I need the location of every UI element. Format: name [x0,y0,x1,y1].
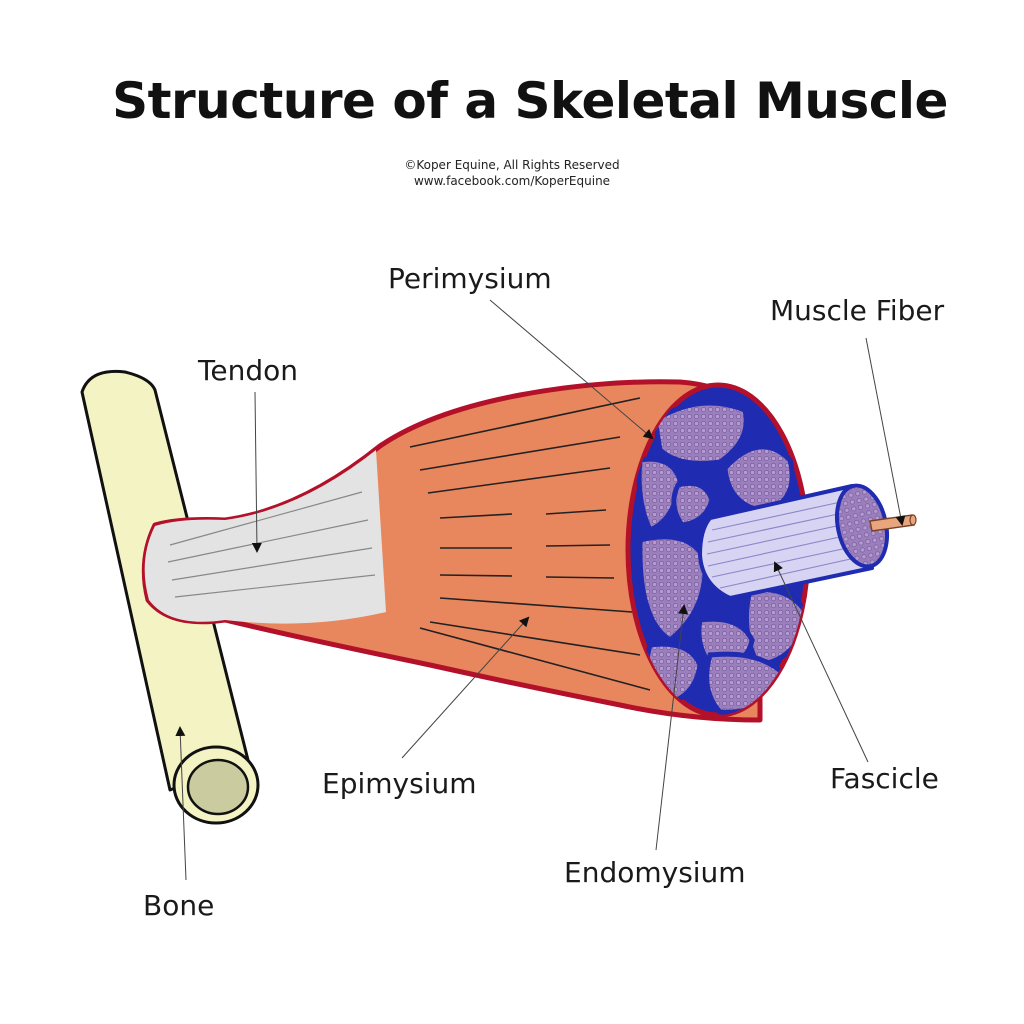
website-line: www.facebook.com/KoperEquine [413,174,611,188]
cross-section [625,382,811,718]
label-perimysium: Perimysium [388,262,552,295]
bundle [671,480,715,528]
epimysium-outline [141,379,763,723]
label-muscle-fiber: Muscle Fiber [770,294,945,327]
epimysium-leader [401,616,530,759]
leader-lines [175,299,906,881]
fascicle-leader [773,561,869,763]
bone-leader [175,726,187,881]
label-endomysium: Endomysium [564,856,746,889]
page-title: Structure of a Skeletal Muscle [112,72,948,130]
label-tendon: Tendon [197,354,298,387]
fascicle [698,483,917,600]
copyright-line: ©Koper Equine, All Rights Reserved [404,158,620,172]
tendon-fibers [167,491,376,598]
muscle-fiber-end [909,514,917,526]
tendon [144,450,386,624]
muscle-fibers [409,397,651,691]
label-bone: Bone [143,889,214,922]
bone-marrow [186,758,250,816]
labels: Perimysium Muscle Fiber Tendon Epimysium… [143,262,945,922]
bundle [652,400,749,466]
fascicle-bundles [636,400,808,715]
fascicle-fibers [706,499,865,589]
muscle-fiber-leader [865,337,906,526]
label-fascicle: Fascicle [830,762,939,795]
bundle [637,534,708,644]
label-epimysium: Epimysium [322,767,476,800]
bundle [636,456,683,534]
muscle-belly [141,379,763,723]
endomysium-leader [655,604,689,851]
tendon-leader [251,391,262,553]
bundle [722,444,795,515]
perimysium-leader [489,299,654,440]
